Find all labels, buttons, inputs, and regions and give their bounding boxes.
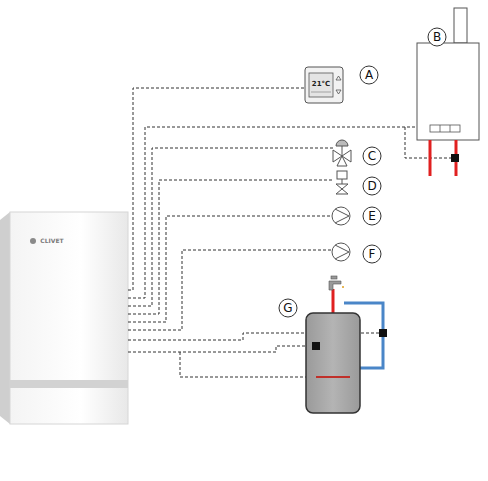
- room-thermostat: [305, 67, 343, 103]
- callout-letter: F: [369, 248, 376, 260]
- wire-e: [128, 216, 331, 322]
- wire-g-heater: [180, 352, 316, 377]
- callout-letter: G: [283, 302, 292, 314]
- control-wires: [128, 88, 455, 377]
- thermostat-display: 21°C: [312, 81, 330, 88]
- wire-a: [128, 88, 305, 290]
- wire-f: [128, 250, 331, 330]
- callout-letter: E: [368, 210, 376, 222]
- unit-stripe: [10, 380, 128, 388]
- callout-letter: D: [367, 180, 376, 192]
- two-way-valve: [336, 171, 348, 194]
- brand-logo: CLIVET: [40, 238, 63, 244]
- backup-boiler: [417, 8, 479, 176]
- callout-letter: B: [433, 31, 441, 43]
- circulation-pump-f: [332, 243, 350, 261]
- wire-b: [128, 127, 418, 298]
- logo-mark: [30, 238, 36, 244]
- wire-d: [128, 180, 334, 314]
- indoor-unit: [0, 212, 128, 424]
- unit-front: [10, 212, 128, 424]
- hot-water-tank: [306, 276, 387, 413]
- callout-letter: C: [368, 150, 376, 162]
- three-way-valve: [333, 140, 351, 166]
- unit-side: [0, 212, 10, 424]
- callout-circles: [279, 28, 446, 317]
- wire-g-probe: [128, 346, 316, 352]
- circulation-pump-e: [332, 207, 350, 225]
- callout-letter: A: [365, 69, 373, 81]
